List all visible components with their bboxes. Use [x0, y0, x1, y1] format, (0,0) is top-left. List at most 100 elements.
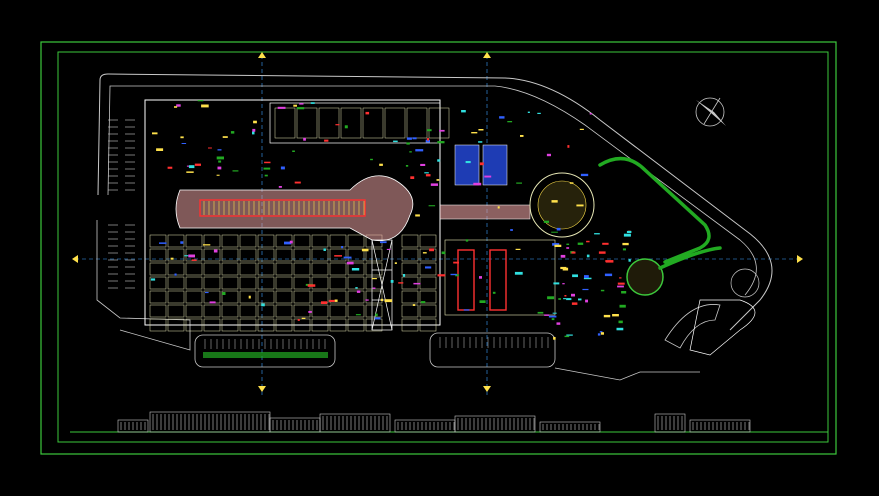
annotation-mark — [553, 282, 560, 285]
annotation-mark — [566, 247, 570, 249]
promenade-shop-divisions — [203, 201, 365, 215]
annotation-mark — [429, 248, 434, 252]
annotation-mark — [478, 141, 483, 143]
annotation-mark — [188, 254, 195, 258]
annotation-mark — [150, 278, 156, 281]
annotation-mark — [425, 139, 430, 143]
annotation-mark — [558, 298, 561, 300]
annotation-mark — [586, 254, 590, 258]
annotation-mark — [564, 295, 567, 297]
annotation-mark — [547, 296, 555, 300]
annotation-mark — [217, 149, 222, 151]
annotation-mark — [455, 274, 459, 277]
annotation-mark — [184, 255, 189, 257]
annotation-mark — [277, 106, 286, 109]
annotation-mark — [412, 137, 417, 140]
annotation-mark — [617, 282, 625, 285]
annotation-mark — [301, 317, 306, 319]
annotation-mark — [516, 182, 522, 184]
annotation-mark — [551, 200, 558, 203]
annotation-mark — [405, 165, 409, 167]
annotation-mark — [284, 241, 292, 245]
annotation-mark — [170, 257, 174, 260]
annotation-mark — [379, 163, 383, 166]
annotation-mark — [612, 314, 619, 317]
annotation-mark — [427, 129, 432, 132]
annotation-mark — [299, 103, 304, 105]
annotation-mark — [393, 140, 398, 143]
atrium-surround — [444, 239, 556, 316]
annotation-mark — [176, 104, 181, 107]
annotation-mark — [335, 124, 340, 126]
annotation-mark — [425, 174, 431, 177]
annotation-mark — [403, 274, 406, 277]
annotation-mark — [394, 262, 397, 264]
annotation-mark — [412, 304, 416, 306]
annotation-mark — [216, 174, 220, 176]
annotation-mark — [232, 170, 239, 172]
annotation-mark — [465, 161, 471, 164]
annotation-mark — [621, 291, 627, 294]
annotation-mark — [252, 131, 255, 135]
annotation-mark — [603, 314, 611, 318]
annotation-mark — [441, 251, 446, 255]
annotation-mark — [479, 300, 486, 303]
annotation-mark — [594, 233, 600, 235]
annotation-mark — [415, 214, 420, 217]
annotation-mark — [289, 240, 293, 244]
annotation-mark — [201, 104, 209, 108]
annotation-mark — [551, 318, 555, 321]
annotation-mark — [209, 301, 216, 304]
annotation-mark — [174, 106, 178, 108]
annotation-mark — [473, 182, 482, 186]
circular-plaza-inner — [537, 180, 587, 230]
water-feature — [454, 144, 508, 186]
annotation-mark — [585, 299, 588, 303]
annotation-mark — [556, 322, 561, 325]
annotation-mark — [181, 143, 187, 144]
elevation-block — [689, 419, 751, 433]
annotation-mark — [426, 138, 429, 141]
annotation-mark — [548, 315, 557, 318]
annotation-mark — [450, 273, 457, 276]
annotation-mark — [497, 206, 500, 209]
annotation-mark — [569, 182, 574, 184]
annotation-mark — [197, 100, 204, 102]
building-elevation — [117, 411, 751, 433]
annotation-mark — [492, 291, 496, 294]
annotation-mark — [425, 266, 432, 269]
tower-structure — [371, 239, 393, 331]
annotation-mark — [296, 107, 305, 110]
annotation-mark — [571, 251, 576, 254]
annotation-mark — [410, 176, 415, 179]
annotation-mark — [303, 137, 306, 141]
annotation-mark — [174, 273, 177, 276]
annotation-mark — [507, 121, 513, 123]
annotation-mark — [261, 303, 265, 307]
annotation-mark — [278, 186, 282, 188]
annotation-mark — [208, 147, 212, 149]
annotation-mark — [599, 331, 603, 333]
annotation-mark — [365, 111, 370, 115]
annotation-mark — [216, 156, 224, 160]
annotation-mark — [556, 227, 561, 231]
annotation-mark — [600, 289, 605, 292]
annotation-mark — [571, 302, 578, 305]
annotation-mark — [248, 295, 251, 299]
annotation-mark — [579, 128, 584, 130]
annotation-mark — [218, 160, 222, 163]
annotation-mark — [328, 299, 335, 302]
annotation-mark — [580, 173, 589, 177]
annotation-mark — [253, 120, 257, 124]
annotation-mark — [510, 229, 513, 231]
annotation-mark — [334, 299, 338, 302]
site-boundary-bottom — [554, 367, 700, 381]
annotation-mark — [598, 251, 606, 254]
amphitheatre — [664, 304, 721, 349]
annotation-mark — [409, 151, 412, 153]
circular-plaza-outer — [529, 172, 595, 238]
annotation-mark — [422, 252, 427, 254]
access-road-outer — [97, 73, 773, 331]
roundabout — [626, 258, 664, 296]
annotation-mark — [263, 167, 271, 170]
